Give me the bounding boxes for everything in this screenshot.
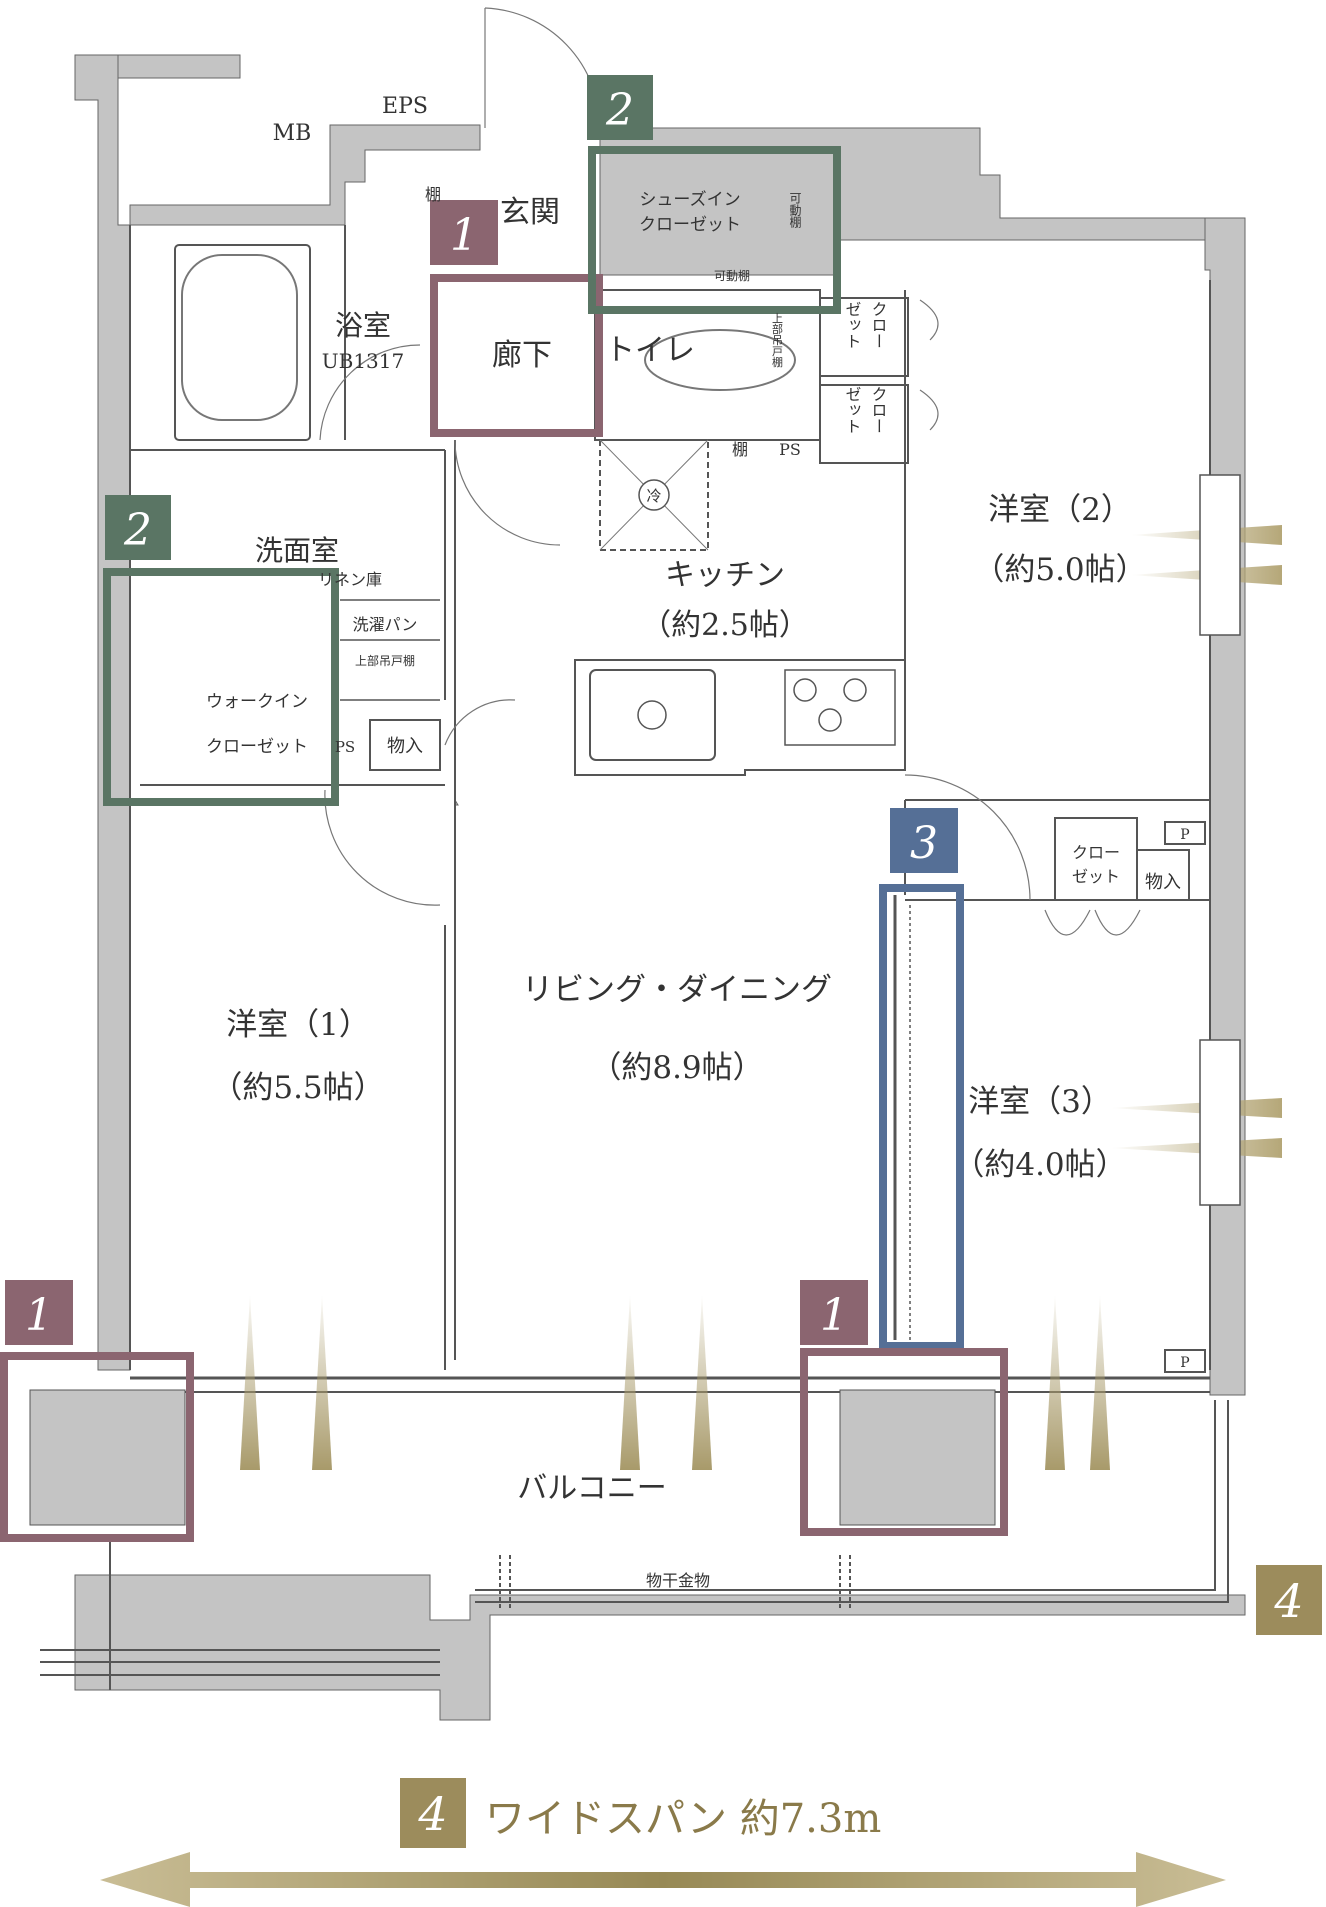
badge-4-caption bbox=[400, 1778, 466, 1848]
label-sic-2: クローゼット bbox=[639, 215, 741, 235]
label-western3: 洋室（3） bbox=[968, 1084, 1112, 1120]
kitchen-sink bbox=[589, 669, 716, 761]
label-shelf-toilet: 棚 bbox=[732, 440, 748, 459]
label-upper-cabinet: 上部吊戸棚 bbox=[355, 653, 415, 668]
column-right bbox=[839, 1389, 996, 1526]
label-bathroom-unit: UB1317 bbox=[322, 349, 404, 373]
label-living: リビング・ダイニング bbox=[522, 972, 832, 1008]
label-western3-size: （約4.0帖） bbox=[953, 1147, 1126, 1183]
label-movable-shelf-h: 可動棚 bbox=[714, 268, 750, 283]
svg-text:1: 1 bbox=[820, 1290, 848, 1341]
label-mb: MB bbox=[273, 121, 312, 146]
frame-1-left bbox=[0, 1352, 194, 1542]
interior-walls bbox=[40, 225, 1229, 1690]
label-washroom: 洗面室 bbox=[255, 534, 339, 567]
badge-1-entry: 1 bbox=[430, 200, 498, 265]
light-beams-bottom bbox=[240, 1295, 1110, 1470]
label-living-size: （約8.9帖） bbox=[590, 1050, 763, 1086]
badge-1-right: 1 bbox=[800, 1280, 868, 1345]
label-western1: 洋室（1） bbox=[226, 1007, 370, 1043]
label-p-lower: P bbox=[1180, 1355, 1189, 1371]
window-frames-right bbox=[1199, 474, 1241, 1206]
label-wic-1: ウォークイン bbox=[206, 692, 308, 712]
label-laundry-hanger: 物干金物 bbox=[646, 1571, 710, 1590]
label-eps: EPS bbox=[382, 94, 428, 119]
label-movable-shelf-v: 可動棚 bbox=[788, 192, 802, 229]
frame-2-top bbox=[588, 146, 841, 314]
label-genkan: 玄関 bbox=[500, 195, 560, 230]
label-shelf-entry: 棚 bbox=[425, 185, 441, 204]
label-closet-w3-1: クロー bbox=[1072, 843, 1120, 862]
room-labels: MB EPS 棚 玄関 シューズイン クローゼット 可動棚 可動棚 浴室 UB1… bbox=[206, 94, 1190, 1590]
badge-4-side: 4 bbox=[1256, 1565, 1322, 1635]
highlight-frames bbox=[0, 146, 1008, 1542]
svg-text:1: 1 bbox=[25, 1290, 53, 1341]
light-beams-right bbox=[1110, 525, 1282, 1158]
label-closet-mid-1: クロー bbox=[869, 386, 888, 434]
column-left bbox=[29, 1389, 186, 1526]
label-corridor: 廊下 bbox=[492, 338, 552, 373]
caption-text: ワイドスパン 約7.3m bbox=[485, 1796, 881, 1842]
label-ps-wash: PS bbox=[335, 738, 355, 756]
label-toilet: トイレ bbox=[605, 333, 695, 368]
label-closet-top-1: クロー bbox=[869, 301, 888, 349]
toilet-bowl bbox=[644, 329, 796, 391]
width-arrow bbox=[100, 1852, 1226, 1907]
label-bathroom: 浴室 bbox=[335, 309, 391, 342]
label-fridge: 冷 bbox=[646, 487, 661, 505]
stove bbox=[784, 669, 896, 746]
svg-text:1: 1 bbox=[450, 210, 478, 261]
label-kitchen-size: （約2.5帖） bbox=[641, 608, 809, 643]
label-ps-toilet: PS bbox=[779, 440, 801, 459]
wide-span-caption: 4 ワイドスパン 約7.3m bbox=[400, 1778, 881, 1848]
label-closet-top-2: ゼット bbox=[843, 301, 862, 349]
label-wic-2: クローゼット bbox=[206, 737, 308, 757]
svg-text:4: 4 bbox=[417, 1787, 447, 1841]
label-upper-cabinet-v: 上部吊戸棚 bbox=[771, 312, 784, 368]
badge-2-top: 2 bbox=[587, 75, 653, 140]
label-p-upper: P bbox=[1180, 827, 1189, 843]
label-sic-1: シューズイン bbox=[639, 190, 740, 210]
label-western2-size: （約5.0帖） bbox=[973, 552, 1146, 588]
label-kitchen: キッチン bbox=[665, 558, 785, 593]
label-closet-mid-2: ゼット bbox=[843, 386, 862, 434]
badge-1-left: 1 bbox=[5, 1280, 73, 1345]
label-washer-pan: 洗濯パン bbox=[353, 615, 418, 634]
label-storage-wash: 物入 bbox=[387, 736, 423, 757]
svg-text:2: 2 bbox=[605, 85, 634, 136]
label-linen: リネン庫 bbox=[318, 570, 382, 589]
frame-3 bbox=[879, 884, 964, 1350]
label-balcony: バルコニー bbox=[517, 1471, 666, 1506]
label-storage-w3: 物入 bbox=[1145, 872, 1181, 893]
svg-text:4: 4 bbox=[1273, 1574, 1303, 1628]
svg-text:3: 3 bbox=[910, 818, 938, 869]
badge-3: 3 bbox=[890, 808, 958, 873]
svg-text:2: 2 bbox=[123, 505, 152, 556]
label-western2: 洋室（2） bbox=[988, 492, 1132, 528]
label-closet-w3-2: ゼット bbox=[1072, 867, 1120, 886]
frame-1-entry bbox=[430, 274, 603, 437]
badge-2-left: 2 bbox=[105, 495, 171, 560]
label-western1-size: （約5.5帖） bbox=[211, 1070, 384, 1106]
frame-2-left bbox=[103, 568, 339, 806]
frame-1-right bbox=[800, 1348, 1008, 1536]
bathtub bbox=[181, 254, 298, 421]
